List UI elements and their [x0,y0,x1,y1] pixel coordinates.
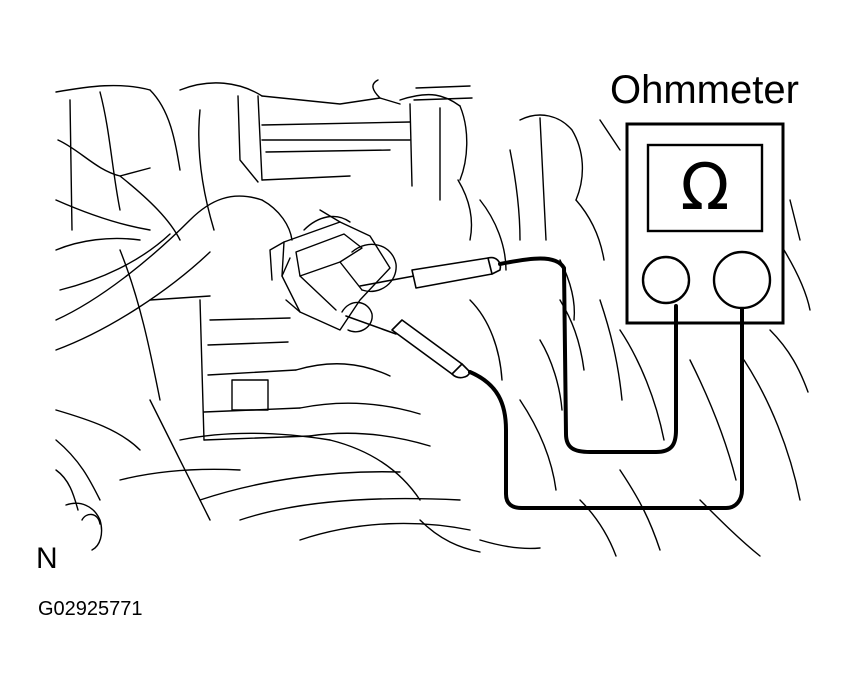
ohmmeter-terminal-left [641,255,691,305]
test-probes [345,256,502,379]
engine-linework [55,79,811,557]
meter-title: Ohmmeter [610,68,799,112]
ohmmeter-terminal-right [712,250,772,310]
ohmmeter [625,122,785,325]
corner-letter: N [36,542,58,575]
meter-leads [468,256,744,510]
figure-code: G02925771 [38,598,143,620]
ohm-symbol: Ω [680,151,730,225]
ohmmeter-body [625,122,785,325]
ohmmeter-display [646,143,764,233]
